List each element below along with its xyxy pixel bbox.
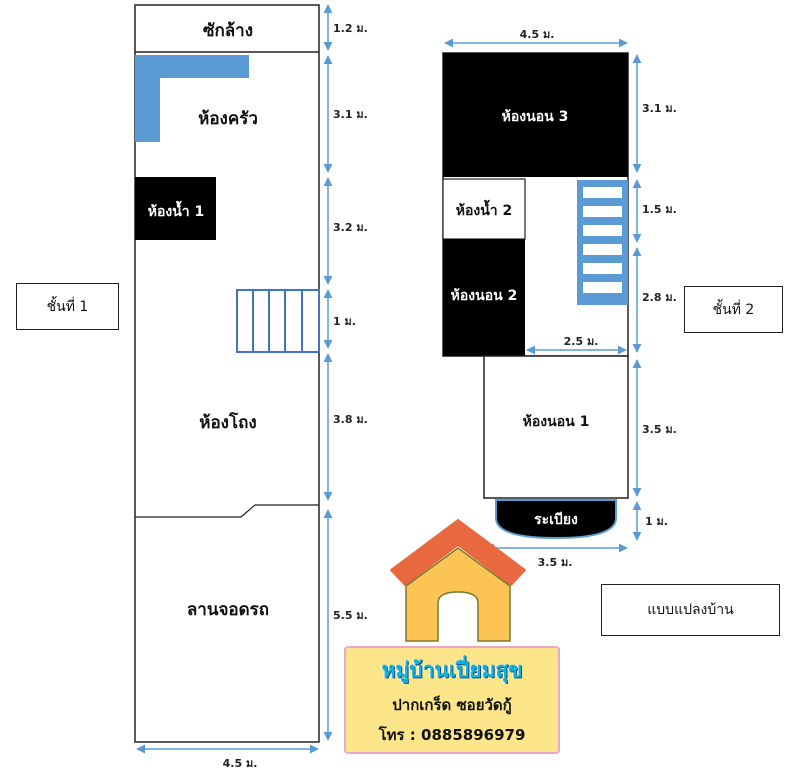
floor2-stairs — [577, 180, 628, 305]
room-bedroom2: ห้องนอน 2 — [451, 288, 518, 304]
plan-label: แบบแปลงบ้าน — [647, 602, 734, 618]
dim-bedroom1: 3.5 ม. — [642, 423, 677, 436]
dim-floor2-stair: 1.5 ม. — [642, 203, 677, 216]
dim-bedroom1-width: 3.5 ม. — [538, 556, 573, 569]
bathroom2-block — [442, 178, 526, 240]
sign-title: หมู่บ้านเปี่ยมสุข — [381, 658, 523, 682]
bedroom3-block — [443, 53, 628, 177]
village-sign: หมู่บ้านเปี่ยมสุข ปากเกร็ด ซอยวัดกู้ โทร… — [344, 646, 560, 754]
plan-label-box: แบบแปลงบ้าน — [601, 584, 780, 636]
carport-boundary — [135, 504, 319, 518]
sign-phone: โทร : 0885896979 — [378, 726, 526, 744]
floor2-dimensions — [444, 38, 642, 553]
balcony-block — [495, 499, 617, 540]
dim-stair: 1 ม. — [333, 315, 356, 328]
dim-floor1-width: 4.5 ม. — [223, 757, 258, 770]
dim-floor2-width: 4.5 ม. — [520, 28, 555, 41]
room-bedroom1: ห้องนอน 1 — [523, 414, 590, 430]
room-kitchen: ห้องครัว — [198, 109, 258, 129]
room-laundry: ซักล้าง — [203, 21, 253, 41]
dim-bedroom3: 3.1 ม. — [642, 102, 677, 115]
dim-kitchen: 3.1 ม. — [333, 108, 368, 121]
floor1-stairs — [236, 289, 320, 353]
kitchen-counter — [135, 55, 249, 142]
bedroom1-block — [483, 355, 629, 499]
house-icon — [390, 519, 526, 642]
room-bedroom3: ห้องนอน 3 — [502, 109, 569, 125]
dim-bath: 3.2 ม. — [333, 221, 368, 234]
floor1-label-box: ชั้นที่ 1 — [16, 283, 119, 330]
room-bathroom1: ห้องน้ำ 1 — [148, 200, 205, 220]
floor1-plan: ซักล้าง ห้องครัว ห้องน้ำ 1 ห้องโถง ลานจอ… — [134, 4, 368, 770]
room-balcony: ระเบียง — [534, 512, 578, 528]
floor1-label: ชั้นที่ 1 — [46, 298, 89, 315]
dim-laundry: 1.2 ม. — [333, 22, 368, 35]
floor2-label: ชั้นที่ 2 — [712, 301, 755, 318]
room-living: ห้องโถง — [199, 412, 256, 433]
room-carport: ลานจอดรถ — [187, 600, 269, 620]
dim-hall: 2.8 ม. — [642, 291, 677, 304]
floor1-outline — [134, 4, 320, 743]
room-bathroom2: ห้องน้ำ 2 — [456, 199, 513, 219]
dim-hall-width: 2.5 ม. — [564, 335, 599, 348]
dim-living: 3.8 ม. — [333, 413, 368, 426]
dim-carport: 5.5 ม. — [333, 609, 368, 622]
bathroom1-block — [135, 177, 216, 240]
floor2-label-box: ชั้นที่ 2 — [684, 286, 783, 333]
bedroom2-block — [443, 239, 525, 356]
floor2-plan: ห้องนอน 3 ห้องน้ำ 2 ห้องนอน 2 ห้องนอน 1 … — [442, 28, 677, 569]
sign-location: ปากเกร็ด ซอยวัดกู้ — [392, 696, 512, 714]
dim-balcony: 1 ม. — [645, 515, 668, 528]
